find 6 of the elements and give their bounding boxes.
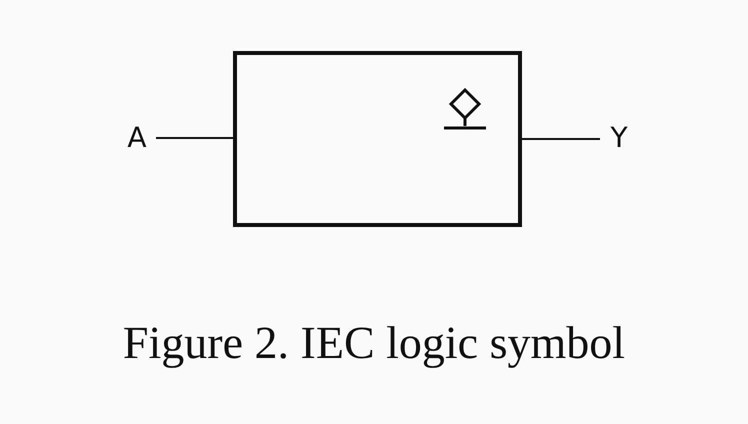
logic-block [233,51,522,227]
connector-line [156,137,233,139]
figure-caption: Figure 2. IEC logic symbol [122,317,626,368]
input-label: A [122,123,152,153]
connector-line [522,138,600,140]
output-label: Y [604,123,634,153]
